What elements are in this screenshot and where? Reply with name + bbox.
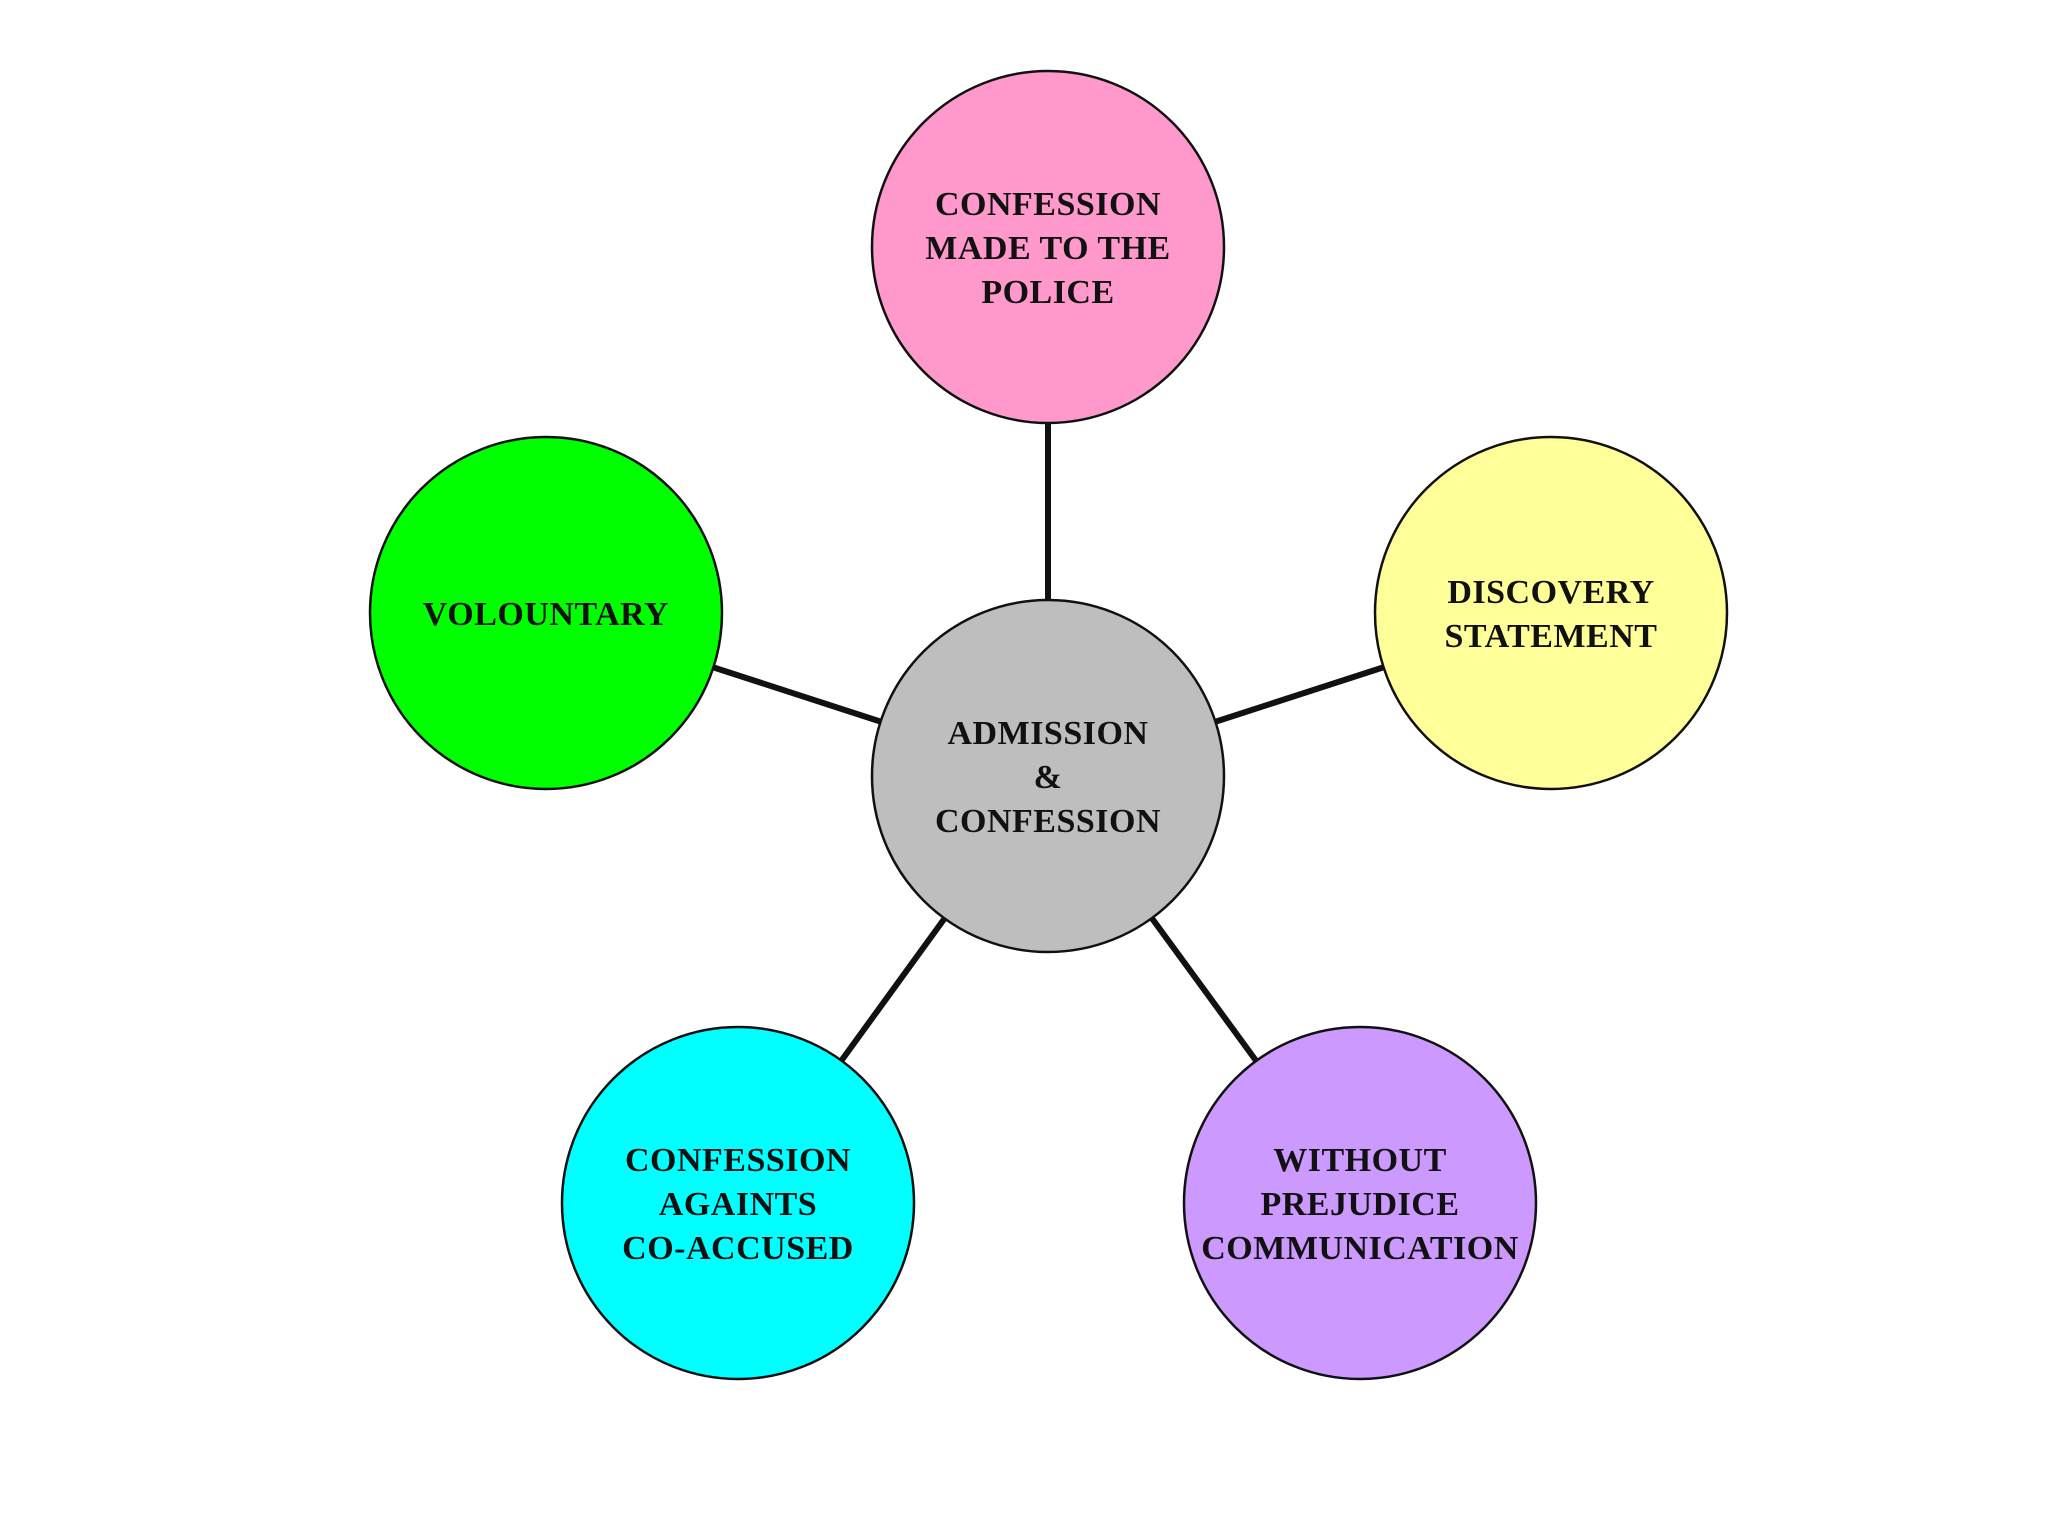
node-voluntary: VOLOUNTARY — [368, 435, 724, 791]
node-co-accused-circle — [560, 1025, 916, 1381]
center-node-label-line: ADMISSION — [948, 715, 1149, 752]
center-node-label-line: & — [1034, 759, 1063, 796]
center-node-label-line: CONFESSION — [935, 803, 1161, 840]
node-police-label-line: CONFESSION — [935, 186, 1161, 223]
connector-without-prejudice — [1149, 916, 1259, 1063]
node-discovery: DISCOVERY STATEMENT — [1373, 435, 1729, 791]
node-voluntary-circle — [368, 435, 724, 791]
node-co-accused-label-line: AGAINTS — [659, 1186, 817, 1223]
node-discovery-label-line: DISCOVERY — [1447, 574, 1654, 611]
center-node-circle — [870, 598, 1226, 954]
connector-discovery — [1214, 664, 1385, 725]
connector-co-accused — [838, 916, 948, 1063]
node-discovery-circle — [1373, 435, 1729, 791]
node-without-prejudice-label-line: WITHOUT — [1273, 1142, 1447, 1179]
node-police-label-line: MADE TO THE — [925, 230, 1170, 267]
node-police: CONFESSION MADE TO THE POLICE — [870, 69, 1226, 425]
node-without-prejudice: WITHOUT PREJUDICE COMMUNICATION — [1182, 1025, 1538, 1381]
node-police-circle — [870, 69, 1226, 425]
node-co-accused-label-line: CONFESSION — [625, 1142, 851, 1179]
node-discovery-label-line: STATEMENT — [1445, 618, 1658, 655]
node-co-accused-label-line: CO-ACCUSED — [622, 1230, 854, 1267]
center-node: ADMISSION & CONFESSION — [870, 598, 1226, 954]
node-without-prejudice-label-line: COMMUNICATION — [1201, 1230, 1519, 1267]
node-co-accused: CONFESSION AGAINTS CO-ACCUSED — [560, 1025, 916, 1381]
node-without-prejudice-label-line: PREJUDICE — [1260, 1186, 1459, 1223]
connector-voluntary — [712, 664, 882, 725]
node-voluntary-label-line: VOLOUNTARY — [423, 596, 669, 633]
connectors — [712, 423, 1385, 1063]
nodes: ADMISSION & CONFESSION CONFESSION MADE TO TH… — [368, 69, 1729, 1381]
node-without-prejudice-circle — [1182, 1025, 1538, 1381]
node-police-label-line: POLICE — [981, 274, 1114, 311]
